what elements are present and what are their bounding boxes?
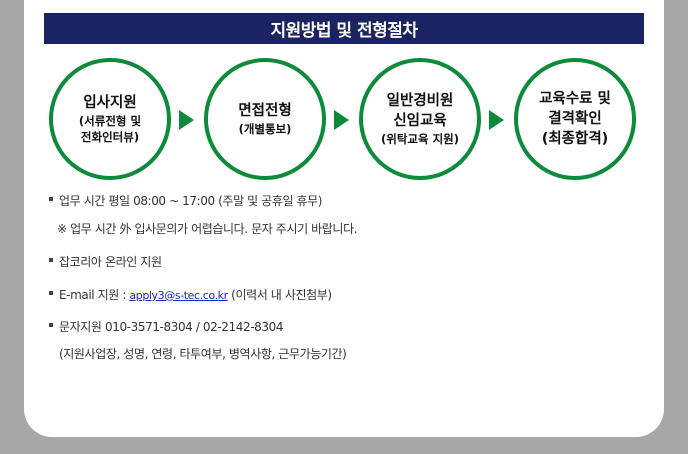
content-card: 지원방법 및 전형절차 입사지원 (서류전형 및 전화인터뷰) 면접전형 (개별… — [24, 0, 664, 437]
step-title: 입사지원 — [83, 94, 137, 111]
info-jobkorea: 잡코리아 온라인 지원 — [49, 253, 162, 270]
step-title: 결격확인 — [548, 111, 602, 127]
step-sub: (개별통보) — [238, 121, 292, 136]
step-final: 교육수료 및 결격확인 (최종합격) — [514, 58, 636, 180]
email-suffix: (이력서 내 사진첨부) — [227, 288, 332, 302]
hours-text: 업무 시간 평일 08:00 ~ 17:00 (주말 및 공휴일 휴무) — [59, 194, 323, 208]
info-sms: 문자지원 010-3571-8304 / 02-2142-8304 — [49, 318, 284, 335]
arrow-right-icon — [489, 110, 504, 130]
step-apply: 입사지원 (서류전형 및 전화인터뷰) — [49, 58, 171, 180]
step-title: 신임교육 — [393, 113, 447, 129]
bullet-icon — [49, 258, 53, 262]
sms-note: (지원사업장, 성명, 연령, 타투여부, 병역사항, 근무가능기간) — [59, 347, 347, 361]
arrow-right-icon — [179, 110, 194, 130]
jobkorea-text: 잡코리아 온라인 지원 — [59, 255, 162, 269]
step-title: 일반경비원 — [386, 93, 454, 109]
step-sub: (위탁교육 지원) — [381, 132, 459, 146]
info-email: E-mail 지원 : apply3@s-tec.co.kr (이력서 내 사진… — [49, 286, 332, 303]
step-title: 교육수료 및 — [539, 91, 611, 107]
step-title: 면접전형 — [238, 102, 292, 119]
step-sub: (서류전형 및 — [78, 113, 142, 128]
email-link[interactable]: apply3@s-tec.co.kr — [129, 289, 228, 302]
banner-title: 지원방법 및 전형절차 — [270, 21, 418, 41]
bullet-icon — [49, 291, 53, 295]
section-banner: 지원방법 및 전형절차 — [44, 13, 644, 44]
step-sub: 전화인터뷰) — [80, 129, 140, 144]
step-title: (최종합격) — [541, 131, 609, 147]
info-hours: 업무 시간 평일 08:00 ~ 17:00 (주말 및 공휴일 휴무) — [49, 192, 322, 209]
sms-text: 문자지원 010-3571-8304 / 02-2142-8304 — [59, 320, 284, 334]
email-label: E-mail 지원 : — [59, 288, 130, 302]
step-interview: 면접전형 (개별통보) — [204, 58, 326, 180]
step-training: 일반경비원 신임교육 (위탁교육 지원) — [359, 58, 481, 180]
arrow-right-icon — [334, 110, 349, 130]
bullet-icon — [49, 197, 53, 201]
bullet-icon — [49, 323, 53, 327]
process-steps: 입사지원 (서류전형 및 전화인터뷰) 면접전형 (개별통보) 일반경비원 신임… — [24, 58, 664, 184]
hours-note: ※ 업무 시간 外 입사문의가 어렵습니다. 문자 주시기 바랍니다. — [57, 222, 358, 236]
